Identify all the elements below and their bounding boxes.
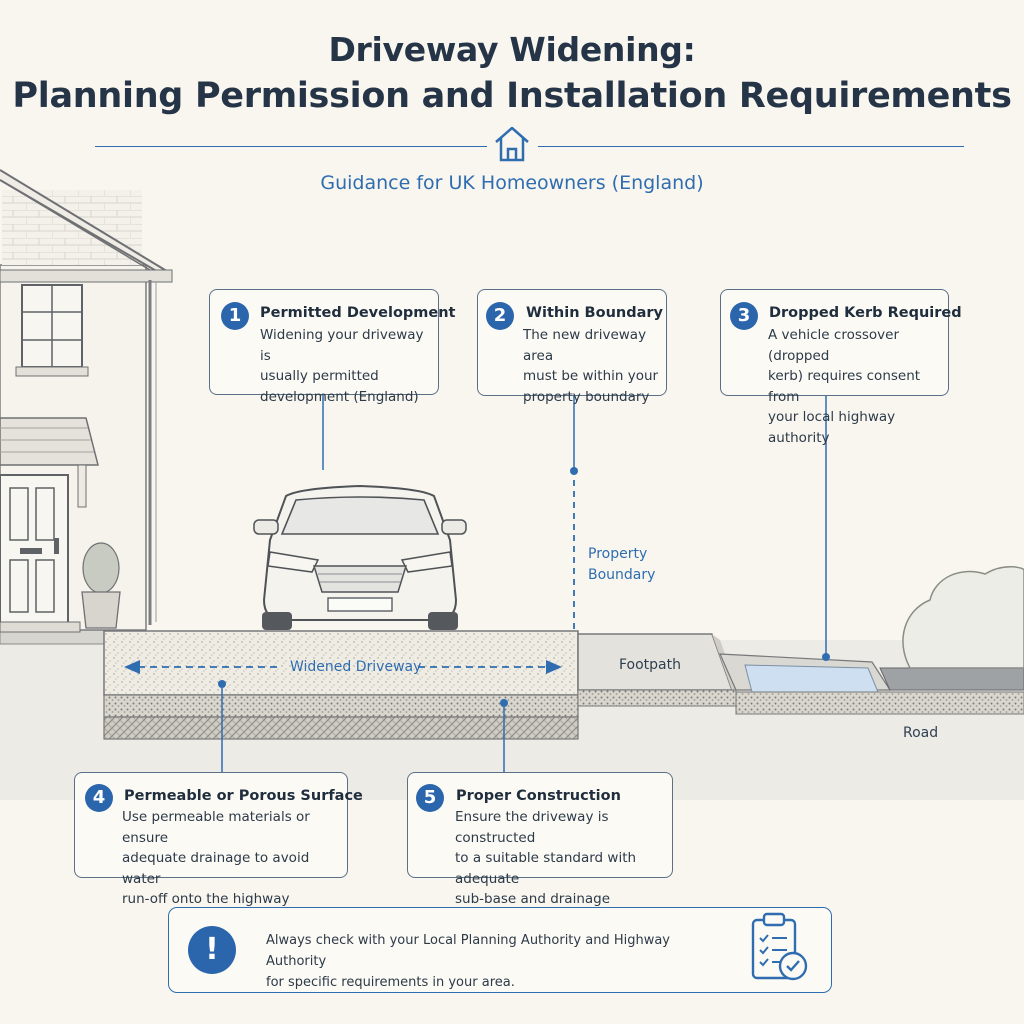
page-title-line-2: Planning Permission and Installation Req… (12, 76, 1012, 116)
footpath-label: Footpath (619, 657, 682, 673)
callout-number-badge: 5 (416, 784, 444, 812)
alert-icon: ! (188, 926, 236, 974)
property-boundary-label-line-1: Property (588, 546, 648, 562)
callout-title: Dropped Kerb Required (769, 305, 962, 321)
house-icon (495, 126, 529, 162)
callout-permeable-surface: 4 Permeable or Porous Surface Use permea… (74, 772, 363, 907)
callout-title: Proper Construction (456, 788, 621, 804)
callout-title: Permeable or Porous Surface (124, 788, 363, 804)
callout-permitted-development: 1 Permitted Development Widening your dr… (209, 289, 455, 405)
driveway-cross-section (103, 630, 579, 740)
callout-number-badge: 4 (85, 784, 113, 812)
callout-number-badge: 2 (486, 302, 514, 330)
page-subtitle: Guidance for UK Homeowners (England) (320, 172, 704, 194)
property-boundary-label-line-2: Boundary (588, 567, 656, 583)
clipboard-check-icon (751, 912, 808, 981)
page-title-line-1: Driveway Widening: (328, 30, 696, 69)
note-text: Always check with your Local Planning Au… (266, 933, 670, 990)
authority-check-note: ! Always check with your Local Planning … (168, 907, 832, 993)
callout-number-badge: 3 (730, 302, 758, 330)
house (0, 169, 173, 633)
title-divider-right (538, 146, 964, 147)
title-divider-left (95, 146, 487, 147)
callout-proper-construction: 5 Proper Construction Ensure the drivewa… (407, 772, 673, 907)
callout-number-badge: 1 (221, 302, 249, 330)
callout-dropped-kerb: 3 Dropped Kerb Required A vehicle crosso… (720, 289, 962, 446)
widened-driveway-label: Widened Driveway (290, 659, 422, 675)
road-label: Road (903, 725, 939, 741)
callout-title: Within Boundary (526, 305, 663, 321)
callout-title: Permitted Development (260, 305, 456, 321)
car-front-view (253, 484, 467, 630)
